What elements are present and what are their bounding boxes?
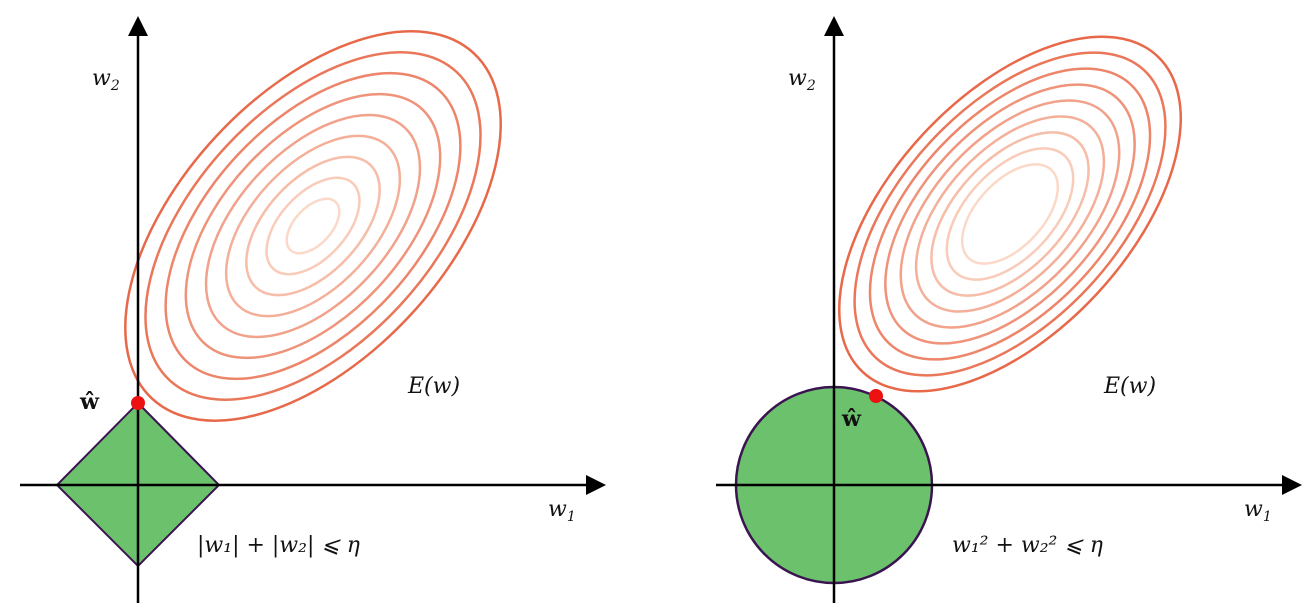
error-label-right: E(w) bbox=[1103, 374, 1156, 399]
y-axis-label-right: w2 bbox=[788, 66, 816, 94]
error-contour bbox=[265, 176, 361, 276]
error-contour bbox=[245, 155, 381, 297]
error-contour bbox=[204, 113, 422, 339]
error-contour bbox=[144, 51, 482, 401]
optimum-label-left: ŵ bbox=[79, 389, 100, 415]
y-axis-label-left: w2 bbox=[92, 66, 120, 94]
error-contour bbox=[184, 92, 442, 360]
ridge-panel: w2 w1 E(w) ŵ w₁² + w₂² ⩽ η bbox=[716, 16, 1302, 603]
error-contour bbox=[124, 30, 502, 422]
error-contours-right bbox=[838, 35, 1182, 393]
error-contour bbox=[164, 71, 462, 381]
x-axis-label-left: w1 bbox=[548, 497, 576, 525]
optimum-point-left bbox=[131, 396, 145, 410]
x-axis-label-right: w1 bbox=[1244, 497, 1272, 525]
error-contour bbox=[838, 35, 1182, 393]
error-contour bbox=[899, 99, 1121, 329]
error-contour bbox=[224, 134, 402, 318]
constraint-label-right: w₁² + w₂² ⩽ η bbox=[952, 533, 1103, 558]
error-contour bbox=[868, 67, 1152, 361]
error-contour bbox=[945, 147, 1075, 281]
error-contour bbox=[930, 131, 1090, 297]
error-contour bbox=[285, 197, 341, 255]
error-contour bbox=[853, 51, 1167, 377]
error-label-left: E(w) bbox=[407, 374, 460, 399]
error-contour bbox=[914, 115, 1106, 313]
optimum-label-right: ŵ bbox=[841, 406, 862, 432]
optimum-point-right bbox=[869, 389, 883, 403]
error-contour bbox=[960, 163, 1060, 265]
lasso-panel: w2 w1 E(w) ŵ |w₁| + |w₂| ⩽ η bbox=[20, 16, 606, 603]
error-contour bbox=[884, 83, 1136, 345]
error-contours-left bbox=[124, 30, 502, 422]
constraint-label-left: |w₁| + |w₂| ⩽ η bbox=[197, 533, 360, 558]
